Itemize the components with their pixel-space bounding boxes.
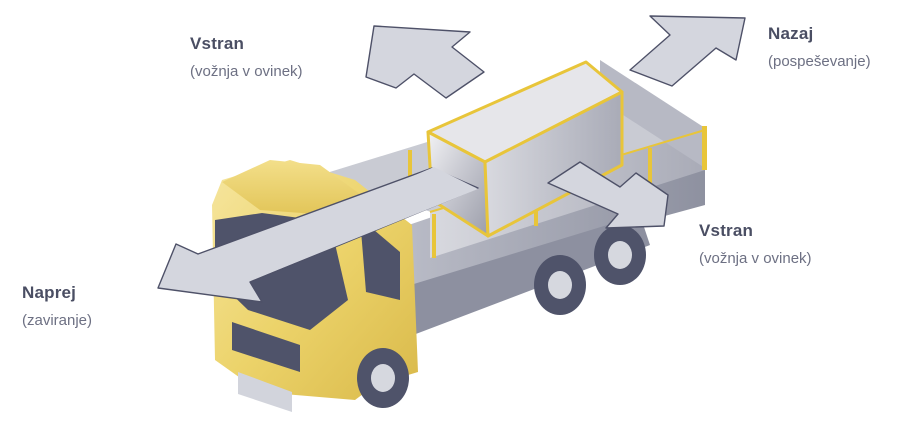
side-force-subtitle-top: (vožnja v ovinek) <box>190 63 303 80</box>
side-force-arrow-top <box>366 26 484 98</box>
side-force-label-top: Vstran (vožnja v ovinek) <box>190 34 303 80</box>
forward-force-subtitle: (zaviranje) <box>22 312 92 329</box>
side-force-title-top: Vstran <box>190 34 303 54</box>
bed-post <box>702 126 707 170</box>
backward-force-arrow <box>630 16 745 86</box>
rear-wheel <box>534 255 586 315</box>
bed-post <box>432 214 436 258</box>
backward-force-subtitle: (pospeševanje) <box>768 53 871 70</box>
bed-post <box>408 150 412 178</box>
backward-force-title: Nazaj <box>768 24 871 44</box>
rear-wheel <box>594 225 646 285</box>
forward-force-title: Naprej <box>22 283 92 303</box>
side-force-title-right: Vstran <box>699 221 812 241</box>
side-force-label-right: Vstran (vožnja v ovinek) <box>699 221 812 267</box>
side-force-subtitle-right: (vožnja v ovinek) <box>699 250 812 267</box>
backward-force-label: Nazaj (pospeševanje) <box>768 24 871 70</box>
forward-force-label: Naprej (zaviranje) <box>22 283 92 329</box>
front-wheel <box>357 348 409 408</box>
